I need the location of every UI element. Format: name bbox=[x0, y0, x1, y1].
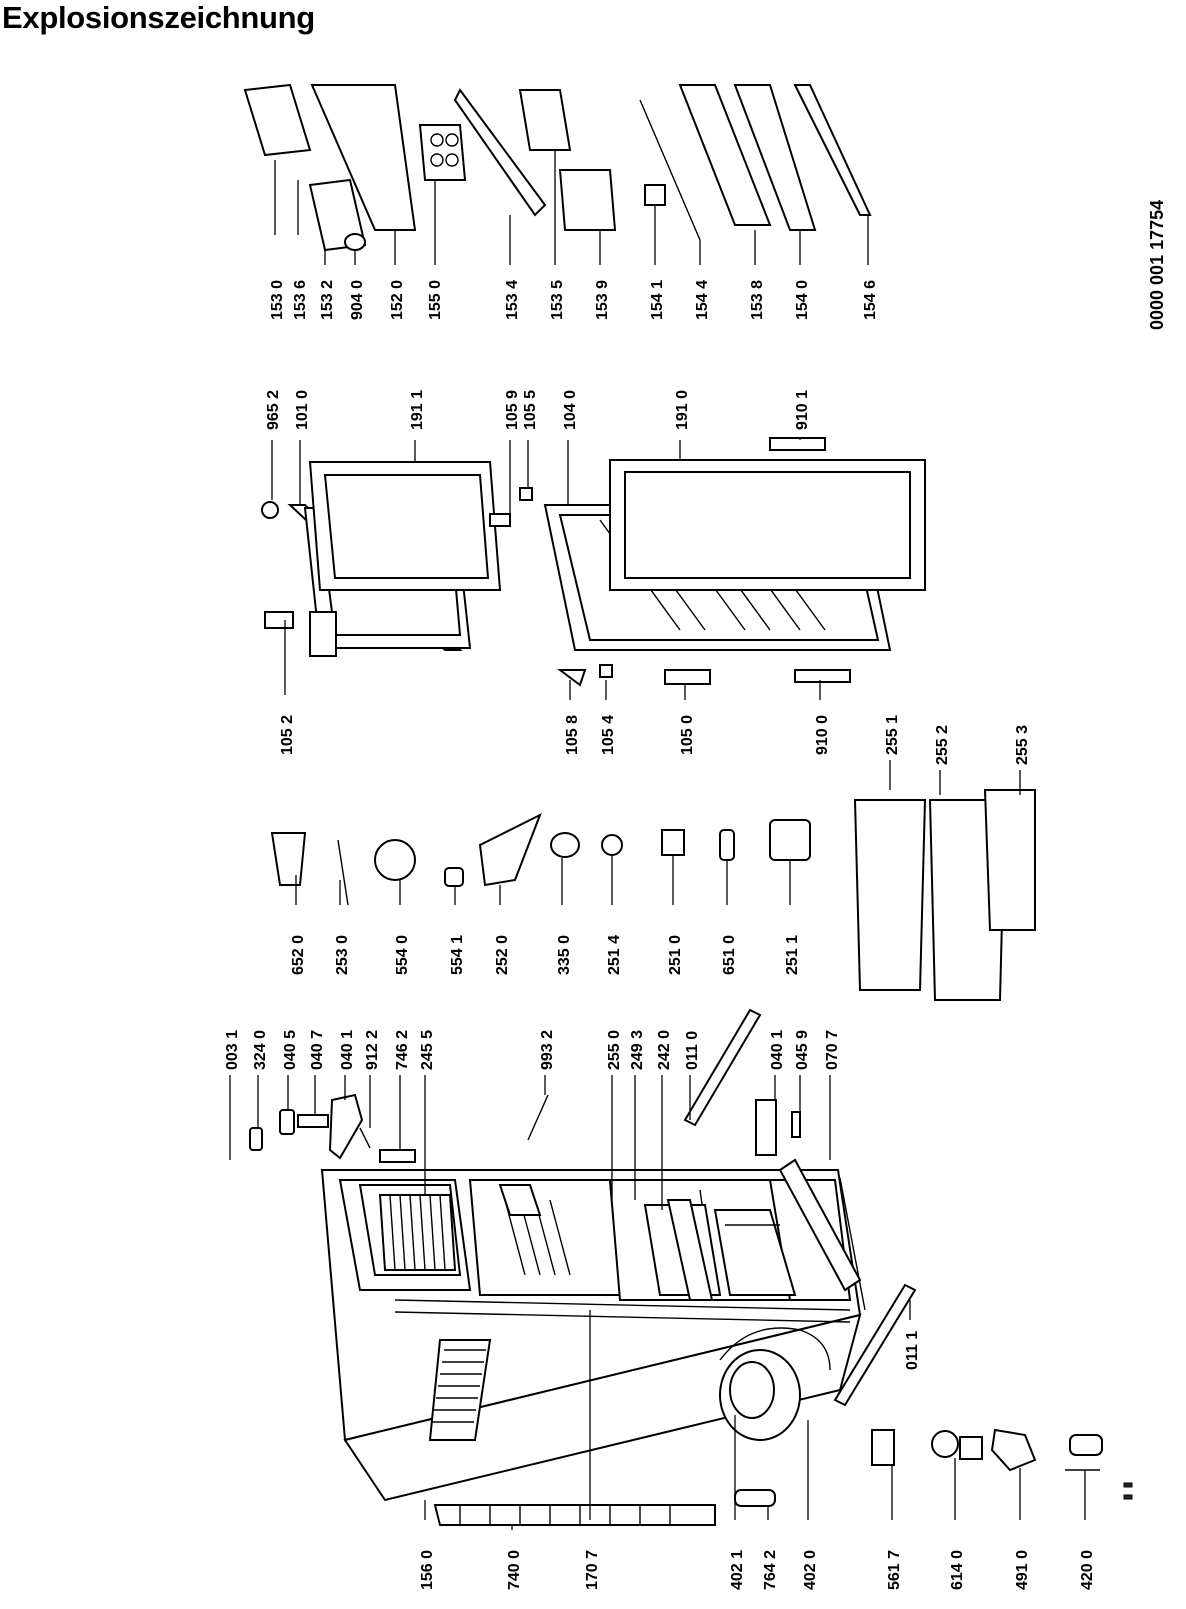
callout-554-1: 554 1 bbox=[449, 935, 466, 975]
callout-170-7: 170 7 bbox=[584, 1550, 601, 1590]
callout-491-0: 491 0 bbox=[1014, 1550, 1031, 1590]
callout-993-2: 993 2 bbox=[539, 1030, 556, 1070]
callout-153-2: 153 2 bbox=[319, 280, 336, 320]
callout-255-0: 255 0 bbox=[606, 1030, 623, 1070]
callout-045-9: 045 9 bbox=[794, 1030, 811, 1070]
door-shelves bbox=[243, 83, 872, 252]
callout-154-1: 154 1 bbox=[649, 280, 666, 320]
callout-154-0: 154 0 bbox=[794, 280, 811, 320]
freezer-door-gasket-191-1 bbox=[308, 461, 502, 591]
callout-651-0: 651 0 bbox=[721, 935, 738, 975]
door-hinges bbox=[261, 437, 851, 687]
hinge-strip-011-1 bbox=[833, 1283, 917, 1407]
callout-011-0: 011 0 bbox=[684, 1031, 701, 1070]
callout-154-4: 154 4 bbox=[694, 280, 711, 320]
callout-153-4: 153 4 bbox=[504, 280, 521, 320]
callout-904-0: 904 0 bbox=[349, 280, 366, 320]
callout-040-1-bottom: 040 1 bbox=[769, 1030, 786, 1070]
callout-003-1: 003 1 bbox=[224, 1030, 241, 1070]
callout-152-0: 152 0 bbox=[389, 280, 406, 320]
callout-242-0: 242 0 bbox=[656, 1030, 673, 1070]
callout-155-0: 155 0 bbox=[427, 280, 444, 320]
callout-105-2: 105 2 bbox=[279, 715, 296, 755]
compressor-402-0 bbox=[719, 1327, 831, 1441]
fridge-rails bbox=[498, 1184, 571, 1276]
callout-251-0: 251 0 bbox=[667, 935, 684, 975]
callout-105-8: 105 8 bbox=[564, 715, 581, 755]
callout-614-0: 614 0 bbox=[949, 1550, 966, 1590]
callout-105-4: 105 4 bbox=[600, 715, 617, 755]
callout-255-1: 255 1 bbox=[884, 715, 901, 755]
callout-402-1: 402 1 bbox=[729, 1550, 746, 1590]
callout-labels: 153 0 153 6 153 2 904 0 152 0 155 0 153 … bbox=[224, 200, 1167, 1590]
callout-740-0: 740 0 bbox=[506, 1550, 523, 1590]
callout-153-8: 153 8 bbox=[749, 280, 766, 320]
callout-255-3: 255 3 bbox=[1014, 725, 1031, 765]
callout-561-7: 561 7 bbox=[886, 1550, 903, 1590]
callout-420-0: 420 0 bbox=[1079, 1550, 1096, 1590]
callout-105-0: 105 0 bbox=[679, 715, 696, 755]
document-number: 0000 001 17754 bbox=[1147, 200, 1167, 330]
callout-105-5: 105 5 bbox=[522, 390, 539, 430]
callout-910-0: 910 0 bbox=[814, 715, 831, 755]
callout-245-5: 245 5 bbox=[419, 1030, 436, 1070]
glass-shelves bbox=[853, 789, 1036, 1001]
callout-652-0: 652 0 bbox=[290, 935, 307, 975]
hinge-strip-011-0 bbox=[683, 1008, 762, 1127]
callout-251-4: 251 4 bbox=[606, 935, 623, 975]
callout-070-7: 070 7 bbox=[824, 1030, 841, 1070]
callout-040-7: 040 7 bbox=[309, 1030, 326, 1070]
callout-153-0: 153 0 bbox=[269, 280, 286, 320]
fridge-door-gasket-191-0 bbox=[609, 459, 926, 591]
callout-335-0: 335 0 bbox=[556, 935, 573, 975]
drier-764-2 bbox=[734, 1489, 776, 1507]
callout-255-2: 255 2 bbox=[934, 725, 951, 765]
callout-253-0: 253 0 bbox=[334, 935, 351, 975]
callout-105-9: 105 9 bbox=[504, 390, 521, 430]
callout-746-2: 746 2 bbox=[394, 1030, 411, 1070]
callout-156-0: 156 0 bbox=[419, 1550, 436, 1590]
bottom-bar-070-7 bbox=[778, 1158, 862, 1292]
callout-040-1-top: 040 1 bbox=[339, 1030, 356, 1070]
callout-153-6: 153 6 bbox=[292, 280, 309, 320]
callout-101-0: 101 0 bbox=[294, 390, 311, 430]
callout-104-0: 104 0 bbox=[562, 390, 579, 430]
callout-011-1: 011 1 bbox=[904, 1331, 921, 1370]
page-title: Explosionszeichnung bbox=[2, 0, 315, 35]
leader-lines bbox=[229, 150, 1086, 1530]
crisper-242-0 bbox=[713, 1209, 797, 1296]
callout-912-2: 912 2 bbox=[364, 1030, 381, 1070]
callout-153-9: 153 9 bbox=[594, 280, 611, 320]
misc-accessories bbox=[871, 1428, 1103, 1472]
callout-249-3: 249 3 bbox=[629, 1030, 646, 1070]
small-marks bbox=[1123, 1482, 1133, 1500]
callout-965-2: 965 2 bbox=[265, 390, 282, 430]
glass-shelf-255-0 bbox=[643, 1199, 722, 1301]
callout-324-0: 324 0 bbox=[252, 1030, 269, 1070]
callout-554-0: 554 0 bbox=[394, 935, 411, 975]
callout-153-5: 153 5 bbox=[549, 280, 566, 320]
control-parts bbox=[270, 812, 811, 906]
callout-191-0: 191 0 bbox=[674, 390, 691, 430]
callout-154-6: 154 6 bbox=[862, 280, 879, 320]
callout-764-2: 764 2 bbox=[762, 1550, 779, 1590]
callout-251-1: 251 1 bbox=[784, 935, 801, 975]
freezer-grid-245-5 bbox=[378, 1194, 457, 1271]
callout-191-1: 191 1 bbox=[409, 390, 426, 430]
back-grille-156-0 bbox=[428, 1339, 492, 1441]
callout-402-0: 402 0 bbox=[802, 1550, 819, 1590]
callout-910-1: 910 1 bbox=[794, 390, 811, 430]
small-parts-top bbox=[249, 1093, 801, 1163]
condenser-740-0 bbox=[433, 1504, 716, 1526]
callout-040-5: 040 5 bbox=[282, 1030, 299, 1070]
callout-252-0: 252 0 bbox=[494, 935, 511, 975]
